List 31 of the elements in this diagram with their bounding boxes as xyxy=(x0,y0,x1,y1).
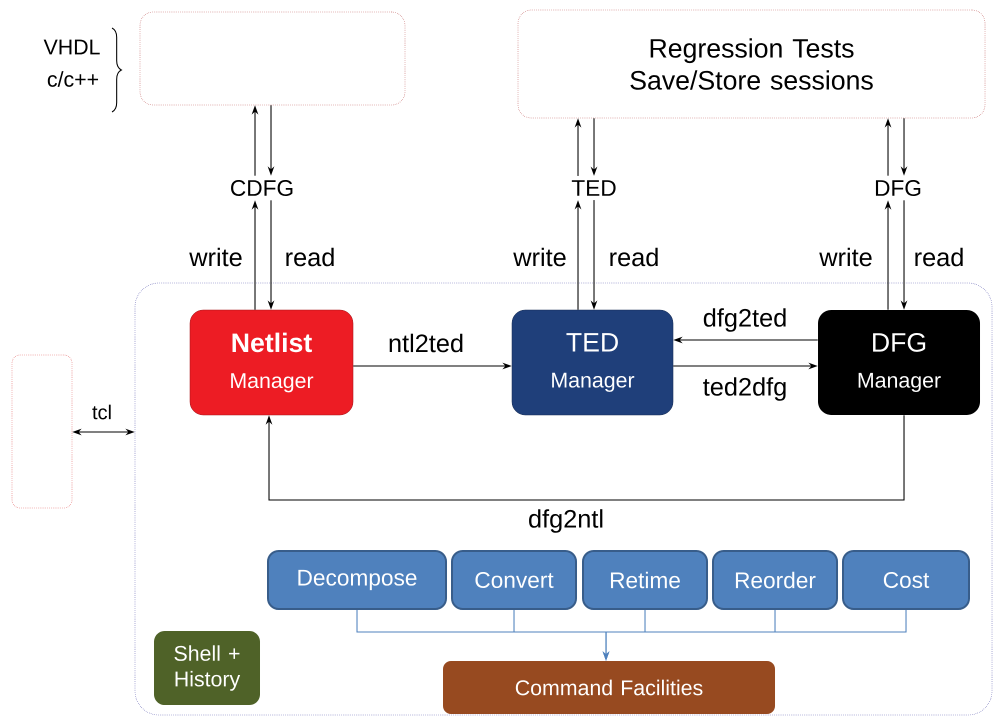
command-box: Cost xyxy=(842,550,970,610)
command-box: Retime xyxy=(582,550,708,610)
environment-region xyxy=(134,282,992,716)
input-label: VHDL xyxy=(44,40,100,54)
command-box: Convert xyxy=(451,550,577,610)
edge-label: read xyxy=(912,246,966,268)
edge-label: read xyxy=(283,246,337,268)
input-label: c/c++ xyxy=(48,71,98,87)
manager-box: TED Manager xyxy=(512,310,674,416)
facility-box: Command Facilities xyxy=(443,661,776,714)
edge-label: tcl xyxy=(90,403,114,421)
format-label: TED xyxy=(572,180,616,196)
edge-label: write xyxy=(512,246,568,268)
edge-label: ntl2ted xyxy=(386,332,466,354)
manager-box: Netlist Manager xyxy=(190,310,354,416)
tool-box xyxy=(12,354,72,508)
edge-label: write xyxy=(818,246,874,268)
edge-label: dfg2ntl xyxy=(526,508,606,534)
command-box: Reorder xyxy=(712,550,838,610)
manager-box: DFG Manager xyxy=(818,310,980,415)
edge-label: ted2dfg xyxy=(701,376,789,402)
shell-box: Shell + History xyxy=(154,631,260,705)
format-label: DFG xyxy=(876,180,920,196)
format-label: CDFG xyxy=(231,180,292,196)
edge-label: read xyxy=(607,246,661,268)
storage-box: Regression Tests Save/Store sessions xyxy=(518,10,986,118)
arrow xyxy=(266,415,905,501)
edge-label: write xyxy=(188,246,244,268)
tool-box xyxy=(140,12,406,106)
command-box: Decompose xyxy=(267,550,447,610)
edge-label: dfg2ted xyxy=(701,306,789,334)
